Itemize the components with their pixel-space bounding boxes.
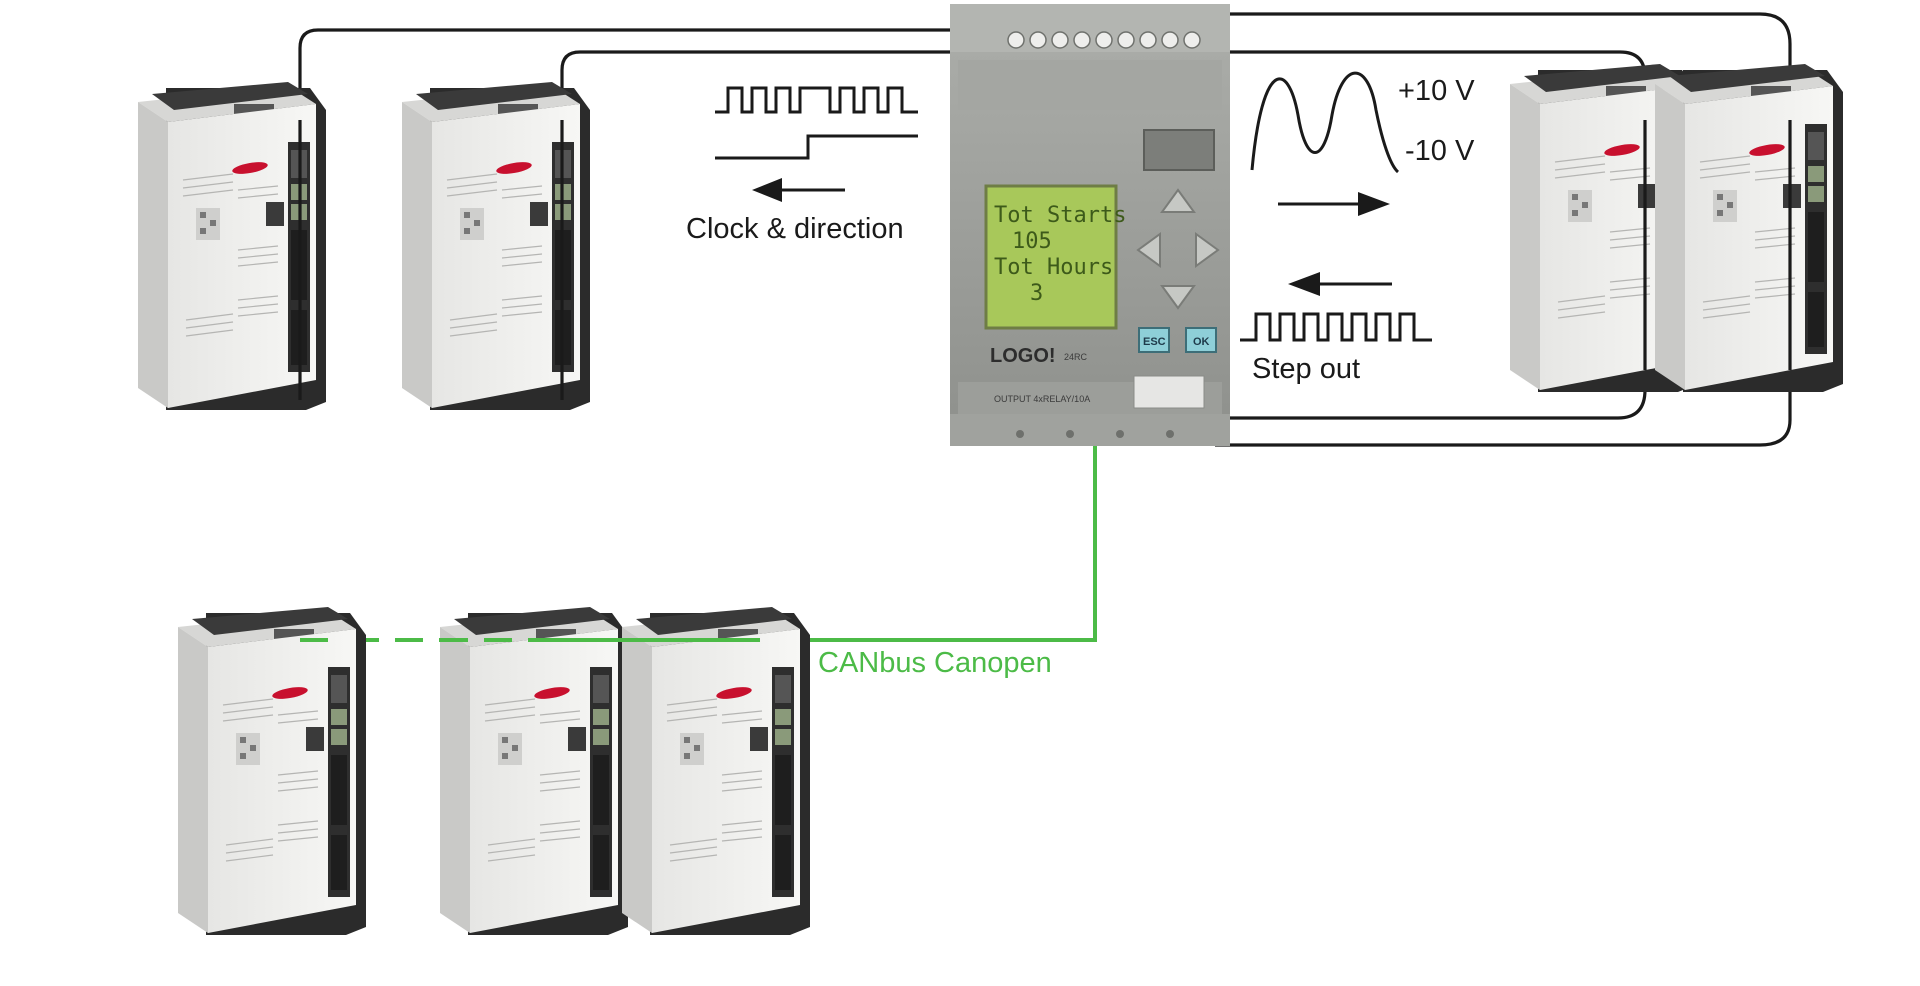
- canbus-solid-line: [555, 445, 1097, 642]
- wire-drive-1: [298, 28, 983, 130]
- plc-ok-label: OK: [1193, 336, 1210, 348]
- dpad-icon: [1136, 188, 1220, 310]
- servo-driver-1: [137, 81, 327, 411]
- plc-ok-key: [1185, 327, 1217, 353]
- step-out-waveform: [1240, 312, 1432, 342]
- plc-lcd-screen: [984, 184, 1118, 330]
- clock-signal-waveform: [715, 86, 918, 114]
- servo-driver-5: [177, 606, 367, 936]
- clock-direction-label: Clock & direction: [686, 213, 904, 245]
- plc-logo-module: Tot Starts 105 Tot Hours 3 ESC OK LOGO! …: [950, 4, 1230, 446]
- plc-logo-text: LOGO!: [990, 345, 1056, 367]
- plc-screen-line-1: Tot Starts: [994, 203, 1126, 228]
- plc-model-text: 24RC: [1064, 352, 1088, 362]
- canbus-label: CANbus Canopen: [818, 647, 1052, 679]
- analog-neg-label: -10 V: [1405, 135, 1475, 167]
- plc-esc-key: [1138, 327, 1170, 353]
- arrow-left-icon-step: [1288, 272, 1392, 296]
- arrow-right-icon: [1278, 192, 1390, 216]
- canbus-wire: [290, 445, 1097, 642]
- step-out-label: Step out: [1252, 353, 1360, 385]
- plc-screen-line-4: 3: [1030, 281, 1043, 306]
- analog-signal-waveform: [1250, 71, 1400, 174]
- plc-screen-line-3: Tot Hours: [994, 255, 1113, 280]
- plc-esc-label: ESC: [1143, 336, 1166, 348]
- plc-screen-line-2: 105: [1012, 229, 1052, 254]
- servo-driver-7: [621, 606, 811, 936]
- servo-driver-4: [1654, 63, 1844, 393]
- wire-drive-2: [560, 50, 983, 130]
- plc-output-label: OUTPUT 4xRELAY/10A: [994, 394, 1090, 404]
- arrow-left-icon: [752, 178, 845, 202]
- direction-signal-waveform: [715, 134, 918, 160]
- servo-driver-6: [439, 606, 629, 936]
- analog-pos-label: +10 V: [1398, 75, 1475, 107]
